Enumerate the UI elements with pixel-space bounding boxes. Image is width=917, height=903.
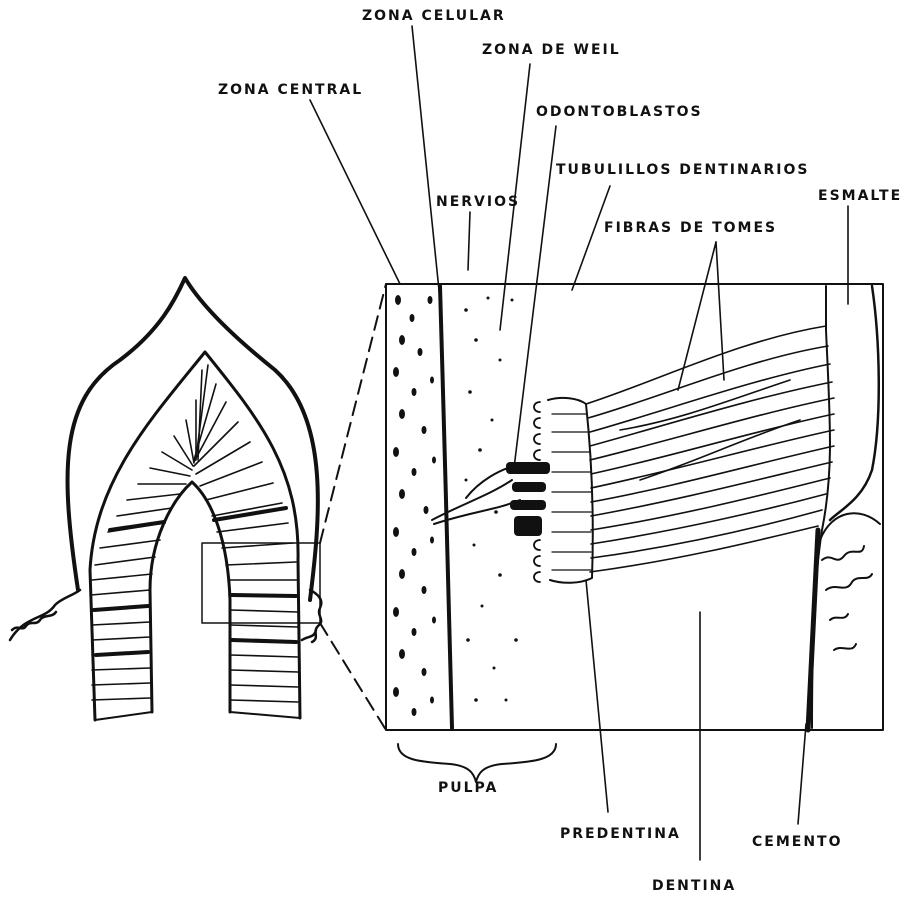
leader-lines <box>310 26 848 860</box>
gum-detail <box>820 513 880 650</box>
enamel-boundary <box>812 286 830 728</box>
label-fibras-de-tomes: FIBRAS DE TOMES <box>604 220 777 236</box>
gum-left <box>10 590 80 640</box>
pulp-chamber <box>150 482 230 712</box>
crown-outline <box>68 278 318 600</box>
dentin-outer <box>90 352 300 720</box>
pulp-bracket <box>398 744 556 782</box>
outer-enamel-edge <box>830 286 879 520</box>
zoom-line-bottom <box>320 623 386 730</box>
label-cemento: CEMENTO <box>752 834 843 850</box>
weil-zone-dots <box>464 297 518 702</box>
label-odontoblastos: ODONTOBLASTOS <box>536 104 703 120</box>
label-predentina: PREDENTINA <box>560 826 681 842</box>
label-zona-de-weil: ZONA DE WEIL <box>482 42 621 58</box>
label-pulpa: PULPA <box>438 780 498 796</box>
label-esmalte: ESMALTE <box>818 188 902 204</box>
zoom-line-top <box>320 284 386 543</box>
label-tubulillos-dentinarios: TUBULILLOS DENTINARIOS <box>556 162 809 178</box>
label-dentina: DENTINA <box>652 878 736 894</box>
label-zona-celular: ZONA CELULAR <box>362 8 506 24</box>
tooth-section <box>10 278 321 720</box>
dentin-tubules-right <box>194 365 298 702</box>
label-zona-central: ZONA CENTRAL <box>218 82 363 98</box>
predentine-band <box>548 398 593 583</box>
predentine-ticks <box>552 414 591 570</box>
label-nervios: NERVIOS <box>436 194 520 210</box>
tomes-fibers <box>586 326 834 572</box>
cell-zone-line <box>440 286 452 728</box>
central-zone-dots <box>393 295 436 716</box>
odontoblast-layer <box>506 402 550 582</box>
